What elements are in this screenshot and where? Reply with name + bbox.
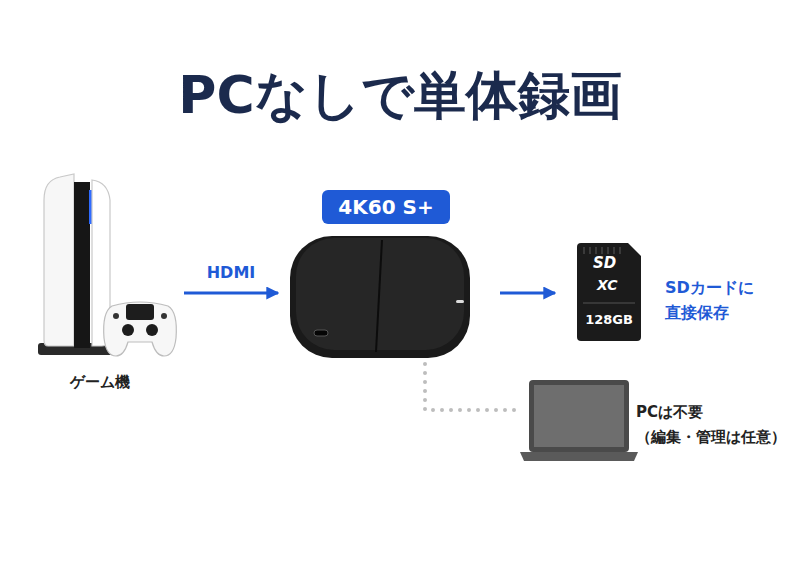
laptop-screen xyxy=(534,385,624,447)
edge-label-slot: HDMI xyxy=(171,263,291,283)
model-badge: 4K60 S+ xyxy=(322,190,449,224)
status-led xyxy=(456,300,464,303)
text-slot: SDカードに 直接保存 xyxy=(665,275,765,325)
text-slot: （編集・管理は任意） xyxy=(636,427,796,447)
label-slot: SD xyxy=(593,254,616,272)
text-slot: ゲーム機 xyxy=(0,372,210,392)
sd-card-body xyxy=(577,243,641,341)
sd-card-illustration xyxy=(577,243,641,341)
device-body xyxy=(290,236,470,358)
controller-dpad xyxy=(113,313,119,319)
storage-note: SDカードに 直接保存 xyxy=(665,275,765,325)
device-label: ゲーム機 xyxy=(70,372,130,392)
save-arrow xyxy=(500,292,555,295)
text-slot: PCは不要 xyxy=(636,402,796,422)
pc-node: PCは不要 （編集・管理は任意） xyxy=(522,372,798,467)
usb-c-port xyxy=(314,330,328,336)
sd-card-rule xyxy=(583,303,635,304)
laptop-base xyxy=(520,452,638,461)
edge-label: HDMI xyxy=(205,263,258,283)
console-illustration xyxy=(38,174,114,355)
device-seam xyxy=(376,240,382,352)
title: PCなしで単体録画 xyxy=(178,64,621,126)
console-side-panel xyxy=(44,174,74,346)
optional-link xyxy=(425,364,516,410)
console-core xyxy=(74,182,90,348)
laptop-lid xyxy=(529,380,629,452)
controller-touchpad xyxy=(126,304,154,320)
text-slot: 4K60 S+ xyxy=(276,190,496,224)
hdmi-arrow xyxy=(184,292,278,295)
label-slot: XC xyxy=(597,276,618,294)
controller-body xyxy=(104,302,177,356)
laptop-illustration xyxy=(520,380,638,461)
controller-buttons xyxy=(161,313,167,319)
controller-stick xyxy=(122,324,134,336)
xc-logo: XC xyxy=(597,276,618,294)
pc-note-detail: （編集・管理は任意） xyxy=(636,427,796,447)
pc-note: PCは不要 xyxy=(636,402,796,422)
console-node: ゲーム機 xyxy=(35,170,180,398)
capacity-label: 128GB xyxy=(585,312,633,328)
title-slot: PCなしで単体録画 xyxy=(0,64,800,126)
capture-device-illustration xyxy=(290,236,470,358)
sd-logo: SD xyxy=(593,254,616,272)
controller-stick xyxy=(146,324,158,336)
capture-device-node: 4K60 S+ xyxy=(286,188,480,362)
sd-card-contacts xyxy=(584,247,620,254)
controller-illustration xyxy=(104,302,177,356)
